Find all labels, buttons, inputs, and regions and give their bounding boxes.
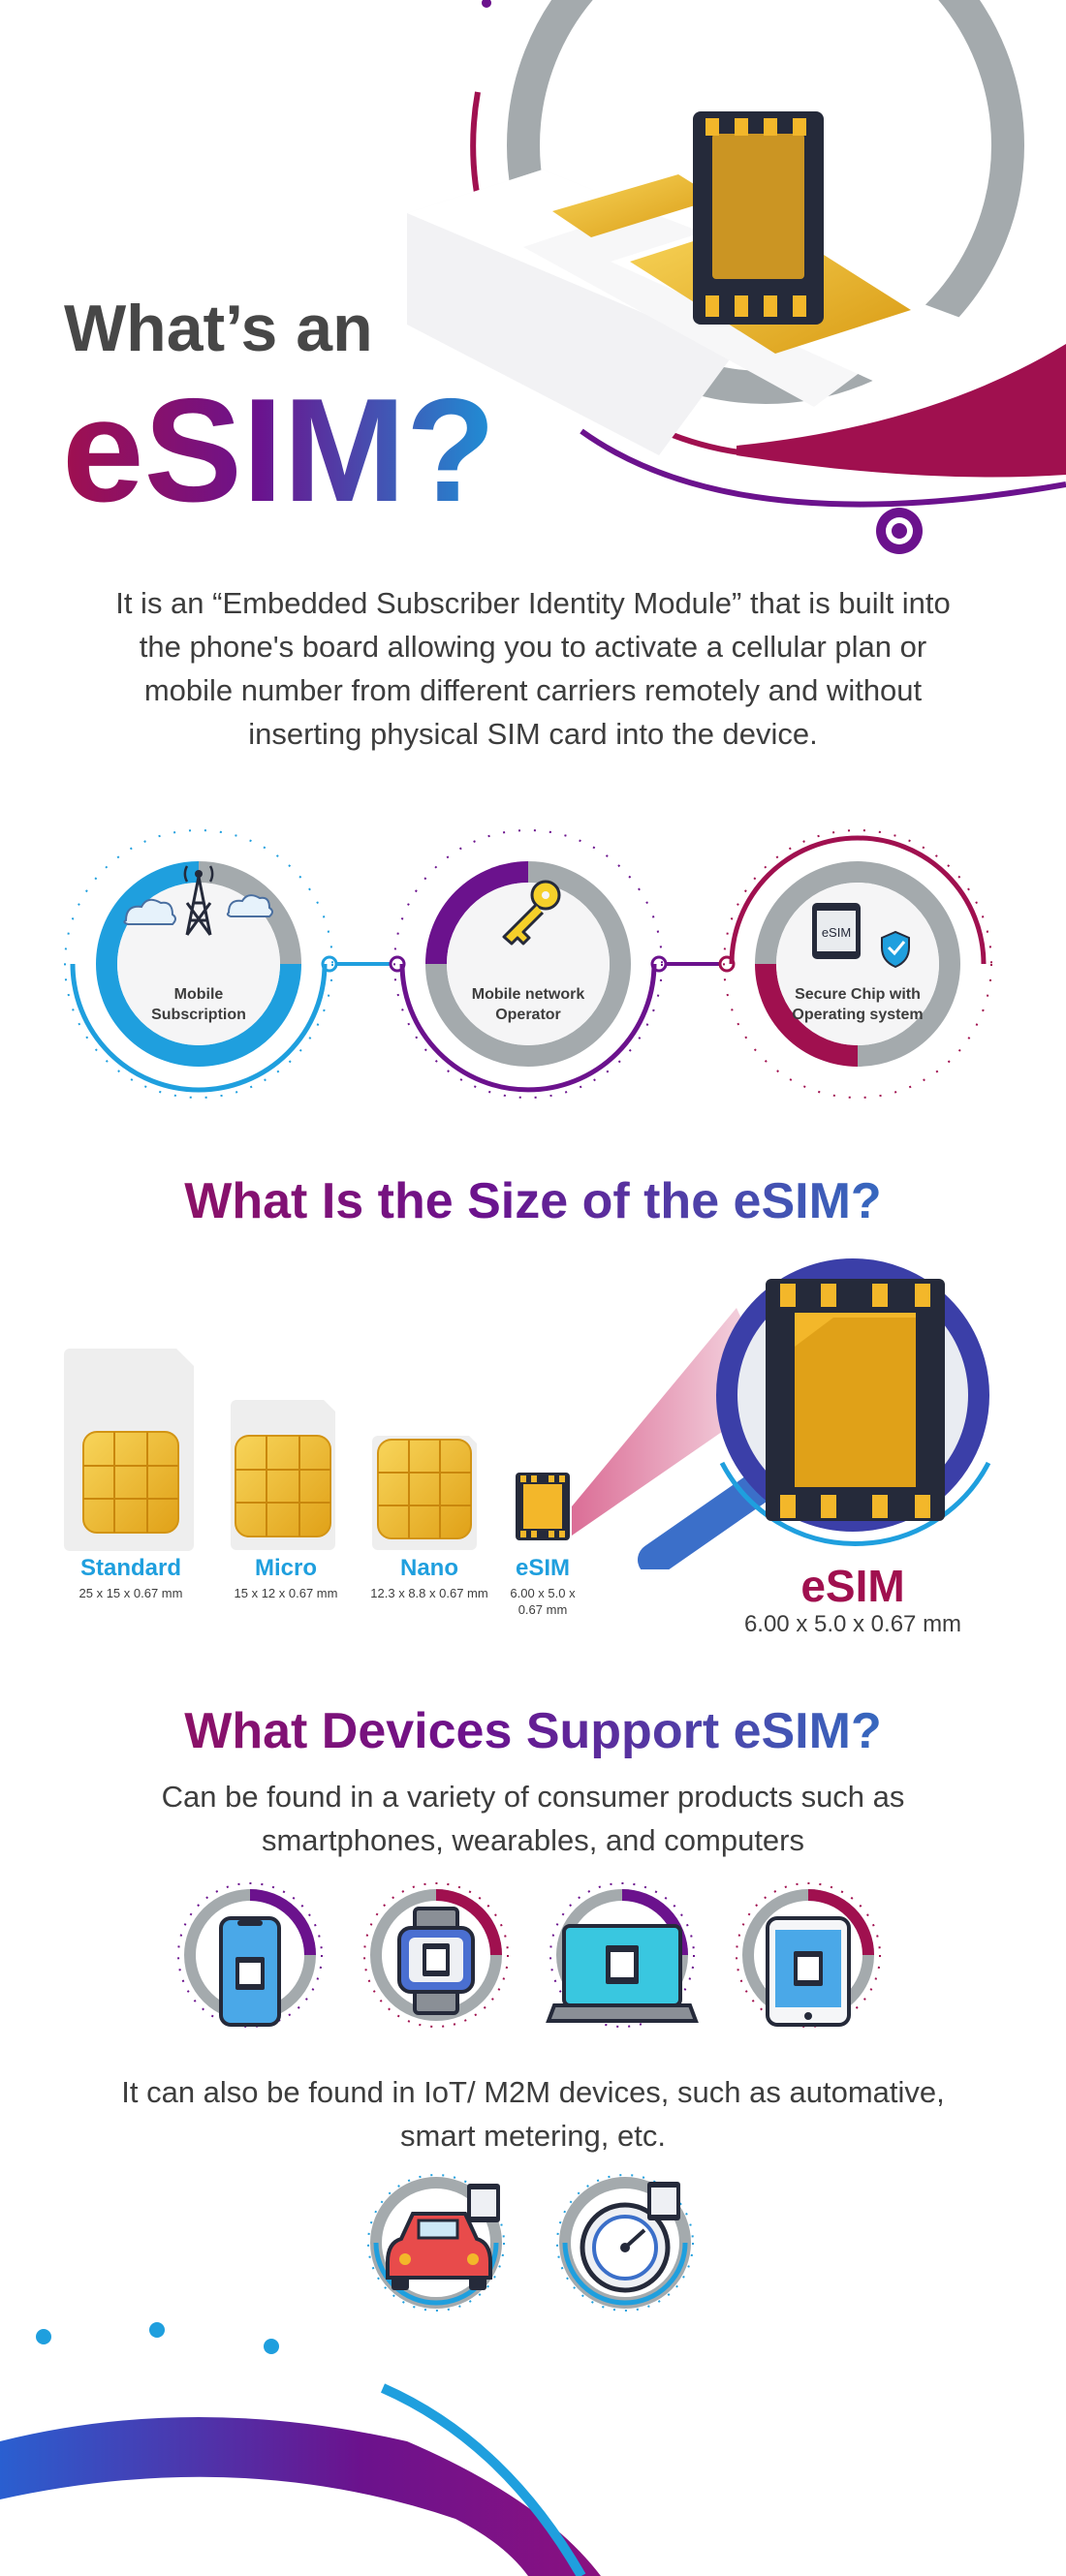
laptop-icon	[546, 1924, 699, 2023]
sim-card-nano	[372, 1436, 477, 1550]
sim-size-illustration	[64, 1258, 991, 1569]
footer-decoration	[0, 2322, 601, 2576]
intro-line: the phone's board allowing you to activa…	[139, 630, 927, 664]
intro-paragraph: It is an “Embedded Subscriber Identity M…	[39, 581, 1027, 756]
car-icon	[386, 2184, 500, 2290]
size-dims-nano: 12.3 x 8.8 x 0.67 mm	[370, 1586, 488, 1600]
size-label-esim: eSIM	[515, 1555, 570, 1581]
esim-chip-label: eSIM	[821, 925, 852, 940]
size-dims-esim: 6.00 x 5.0 x 0.67 mm	[510, 1586, 576, 1617]
size-dims-micro: 15 x 12 x 0.67 mm	[234, 1586, 338, 1600]
tablet-icon	[766, 1916, 851, 2027]
smart-meter-icon	[580, 2182, 680, 2293]
size-heading: What Is the Size of the eSIM?	[0, 1167, 1066, 1235]
esim-shield-icon	[812, 903, 910, 969]
smartwatch-icon	[397, 1907, 475, 2015]
esim-chip-small	[516, 1473, 570, 1540]
iot-devices-row	[367, 2174, 694, 2312]
intro-line: It is an “Embedded Subscriber Identity M…	[115, 586, 951, 620]
flow-label-secure-chip: Secure Chip with Operating system	[792, 986, 924, 1023]
hero-illustration	[407, 0, 1066, 554]
size-label-micro: Micro	[254, 1555, 317, 1581]
smartphone-icon	[219, 1916, 281, 2027]
iot-text: It can also be found in IoT/ M2M devices…	[121, 2075, 945, 2153]
devices-subtitle: Can be found in a variety of consumer pr…	[161, 1780, 905, 1857]
hero-title-line2: eSIM?	[62, 368, 496, 533]
size-dims-standard: 25 x 15 x 0.67 mm	[78, 1586, 183, 1600]
hero-title-line1: What’s an	[64, 292, 373, 365]
cell-tower-icon	[123, 865, 273, 936]
magnifier-icon	[638, 1258, 991, 1569]
sim-card-standard	[64, 1349, 194, 1551]
size-label-standard: Standard	[79, 1555, 181, 1581]
flow-diagram	[64, 829, 992, 1099]
flow-label-mobile-subscription: Mobile Subscription	[151, 986, 246, 1023]
esim-highlight-name: eSIM	[800, 1561, 905, 1611]
flow-label-network-operator: Mobile network Operator	[471, 986, 585, 1023]
intro-line: mobile number from different carriers re…	[143, 673, 923, 707]
size-label-nano: Nano	[400, 1555, 458, 1581]
intro-line: inserting physical SIM card into the dev…	[248, 717, 818, 751]
devices-heading: What Devices Support eSIM?	[0, 1697, 1066, 1765]
key-icon	[502, 880, 561, 946]
sim-card-micro	[231, 1400, 335, 1550]
esim-highlight-dims: 6.00 x 5.0 x 0.67 mm	[743, 1611, 962, 1637]
consumer-devices-row	[177, 1882, 881, 2028]
